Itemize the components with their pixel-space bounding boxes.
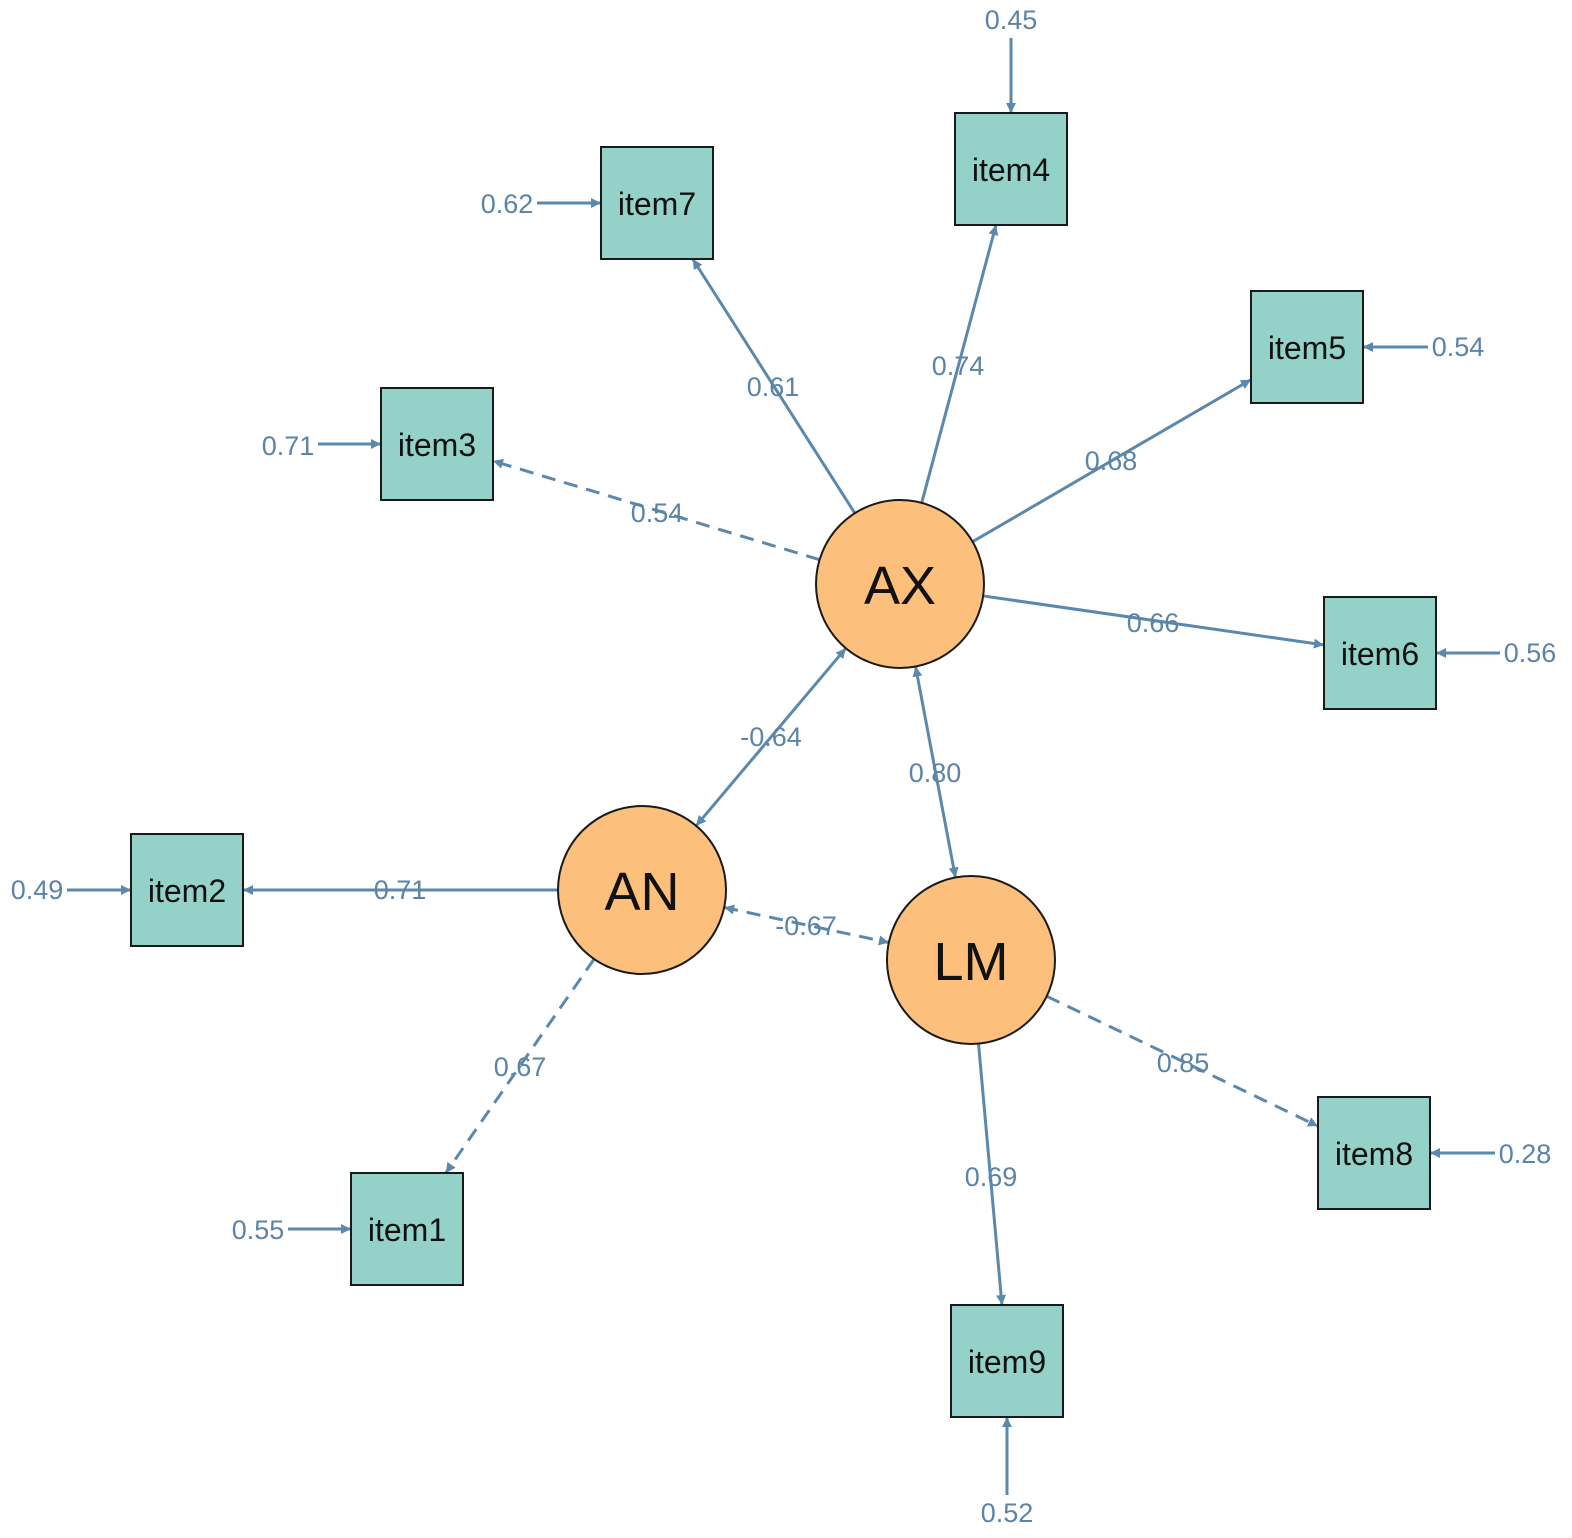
item-label-item5: item5 — [1268, 330, 1346, 366]
error-label-item2: 0.49 — [11, 875, 64, 905]
item-box-item3 — [380, 387, 494, 501]
nodes-layer: item1 item2 item3 item4 item5 item6 item7 item8… — [130, 112, 1437, 1418]
item-label-item1: item1 — [368, 1212, 446, 1248]
item-box-item6 — [1323, 596, 1437, 710]
item-label-item8: item8 — [1335, 1136, 1413, 1172]
loading-arrow-ax-item5 — [971, 378, 1252, 544]
observed-variable-item7: item7 — [600, 146, 714, 260]
loading-arrow-an-item1 — [444, 958, 596, 1174]
item-box-item4 — [954, 112, 1068, 226]
error-label-item3: 0.71 — [262, 431, 315, 461]
error-label-item4: 0.45 — [985, 5, 1038, 35]
observed-variable-item3: item3 — [380, 387, 494, 501]
error-label-item7: 0.62 — [481, 189, 534, 219]
loading-label-ax-item5: 0.68 — [1085, 446, 1138, 476]
item-label-item4: item4 — [972, 152, 1050, 188]
latent-label-ax: AX — [864, 556, 936, 616]
item-label-item9: item9 — [968, 1344, 1046, 1380]
observed-variable-item9: item9 — [950, 1304, 1064, 1418]
latent-label-lm: LM — [933, 932, 1008, 992]
observed-variable-item5: item5 — [1250, 290, 1364, 404]
item-box-item5 — [1250, 290, 1364, 404]
loading-arrow-ax-item6 — [982, 594, 1325, 649]
item-label-item7: item7 — [618, 186, 696, 222]
observed-variable-item6: item6 — [1323, 596, 1437, 710]
observed-variable-item2: item2 — [130, 833, 244, 947]
loading-arrow-lm-item9 — [977, 1043, 1007, 1306]
loading-label-ax-item6: 0.66 — [1127, 608, 1180, 638]
correlation-arrow-ax-an — [694, 647, 848, 827]
loading-label-lm-item9: 0.69 — [965, 1162, 1018, 1192]
item-label-item6: item6 — [1341, 636, 1419, 672]
item-box-item7 — [600, 146, 714, 260]
item-box-item1 — [350, 1172, 464, 1286]
latent-circle-lm — [886, 875, 1056, 1045]
item-label-item2: item2 — [148, 873, 226, 909]
loading-arrow-lm-item8 — [1046, 994, 1319, 1128]
error-label-item8: 0.28 — [1499, 1139, 1552, 1169]
correlation-arrow-an-lm — [723, 904, 890, 946]
item-box-item9 — [950, 1304, 1064, 1418]
loading-label-ax-item4: 0.74 — [932, 351, 985, 381]
latent-variable-lm: LM — [886, 875, 1056, 1045]
observed-variable-item4: item4 — [954, 112, 1068, 226]
observed-variable-item1: item1 — [350, 1172, 464, 1286]
coefficient-labels-layer: 0.61 0.74 0.68 0.54 0.66 0.71 0.67 0.85 0.69 -0.6… — [11, 5, 1557, 1528]
loading-label-lm-item8: 0.85 — [1157, 1048, 1210, 1078]
loading-arrow-ax-item7 — [691, 258, 857, 514]
latent-variable-ax: AX — [815, 499, 985, 669]
loading-label-ax-item7: 0.61 — [747, 372, 800, 402]
error-label-item5: 0.54 — [1432, 332, 1485, 362]
item-label-item3: item3 — [398, 427, 476, 463]
error-label-item9: 0.52 — [981, 1498, 1034, 1528]
loading-label-ax-item3: 0.54 — [631, 498, 684, 528]
error-label-item1: 0.55 — [232, 1215, 285, 1245]
error-label-item6: 0.56 — [1504, 638, 1557, 668]
observed-variable-item8: item8 — [1317, 1096, 1431, 1210]
loading-arrow-ax-item4 — [920, 224, 999, 504]
latent-circle-an — [557, 805, 727, 975]
correlation-label-an-lm: -0.67 — [775, 911, 837, 941]
loading-arrow-ax-item3 — [492, 459, 821, 562]
item-box-item2 — [130, 833, 244, 947]
latent-variable-an: AN — [557, 805, 727, 975]
correlation-arrow-ax-lm — [912, 666, 959, 878]
loading-label-an-item2: 0.71 — [374, 875, 427, 905]
latent-circle-ax — [815, 499, 985, 669]
correlation-label-ax-an: -0.64 — [740, 722, 802, 752]
correlation-label-ax-lm: 0.80 — [909, 758, 962, 788]
edges-layer — [67, 38, 1500, 1495]
item-box-item8 — [1317, 1096, 1431, 1210]
loading-label-an-item1: 0.67 — [494, 1052, 547, 1082]
latent-label-an: AN — [604, 862, 679, 922]
